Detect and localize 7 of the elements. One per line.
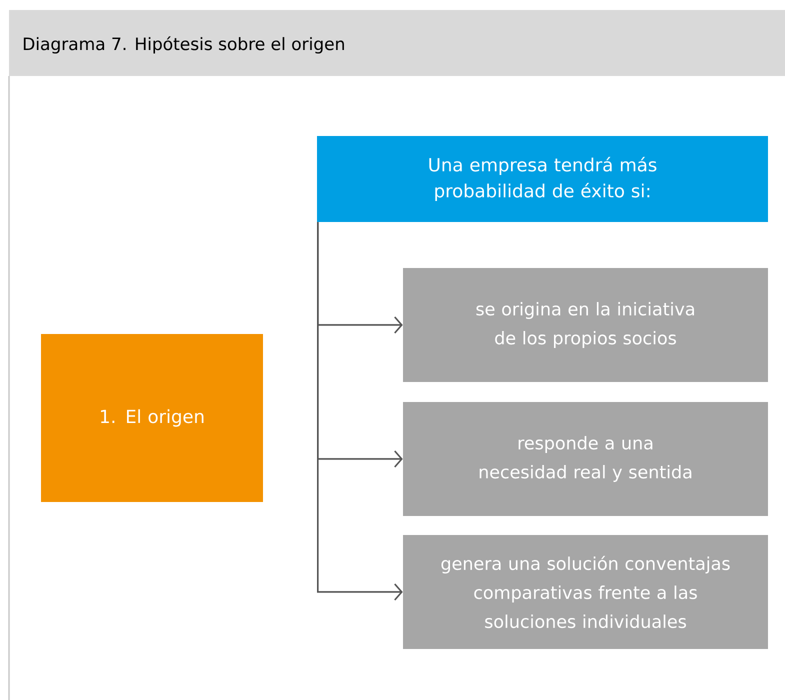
title-bar: Diagrama 7. Hipótesis sobre el origen xyxy=(9,10,785,76)
heading-box: Una empresa tendrá más probabilidad de éxito si: xyxy=(317,136,768,222)
origin-box: 1. El origen xyxy=(41,334,263,502)
statement-box: responde a una necesidad real y sentida xyxy=(403,402,768,516)
arrow xyxy=(317,222,403,601)
statement-box: se origina en la iniciativa de los propios socios xyxy=(403,268,768,382)
statement-box: genera una solución conventajas comparativas frente a las soluciones individuales xyxy=(403,534,768,649)
